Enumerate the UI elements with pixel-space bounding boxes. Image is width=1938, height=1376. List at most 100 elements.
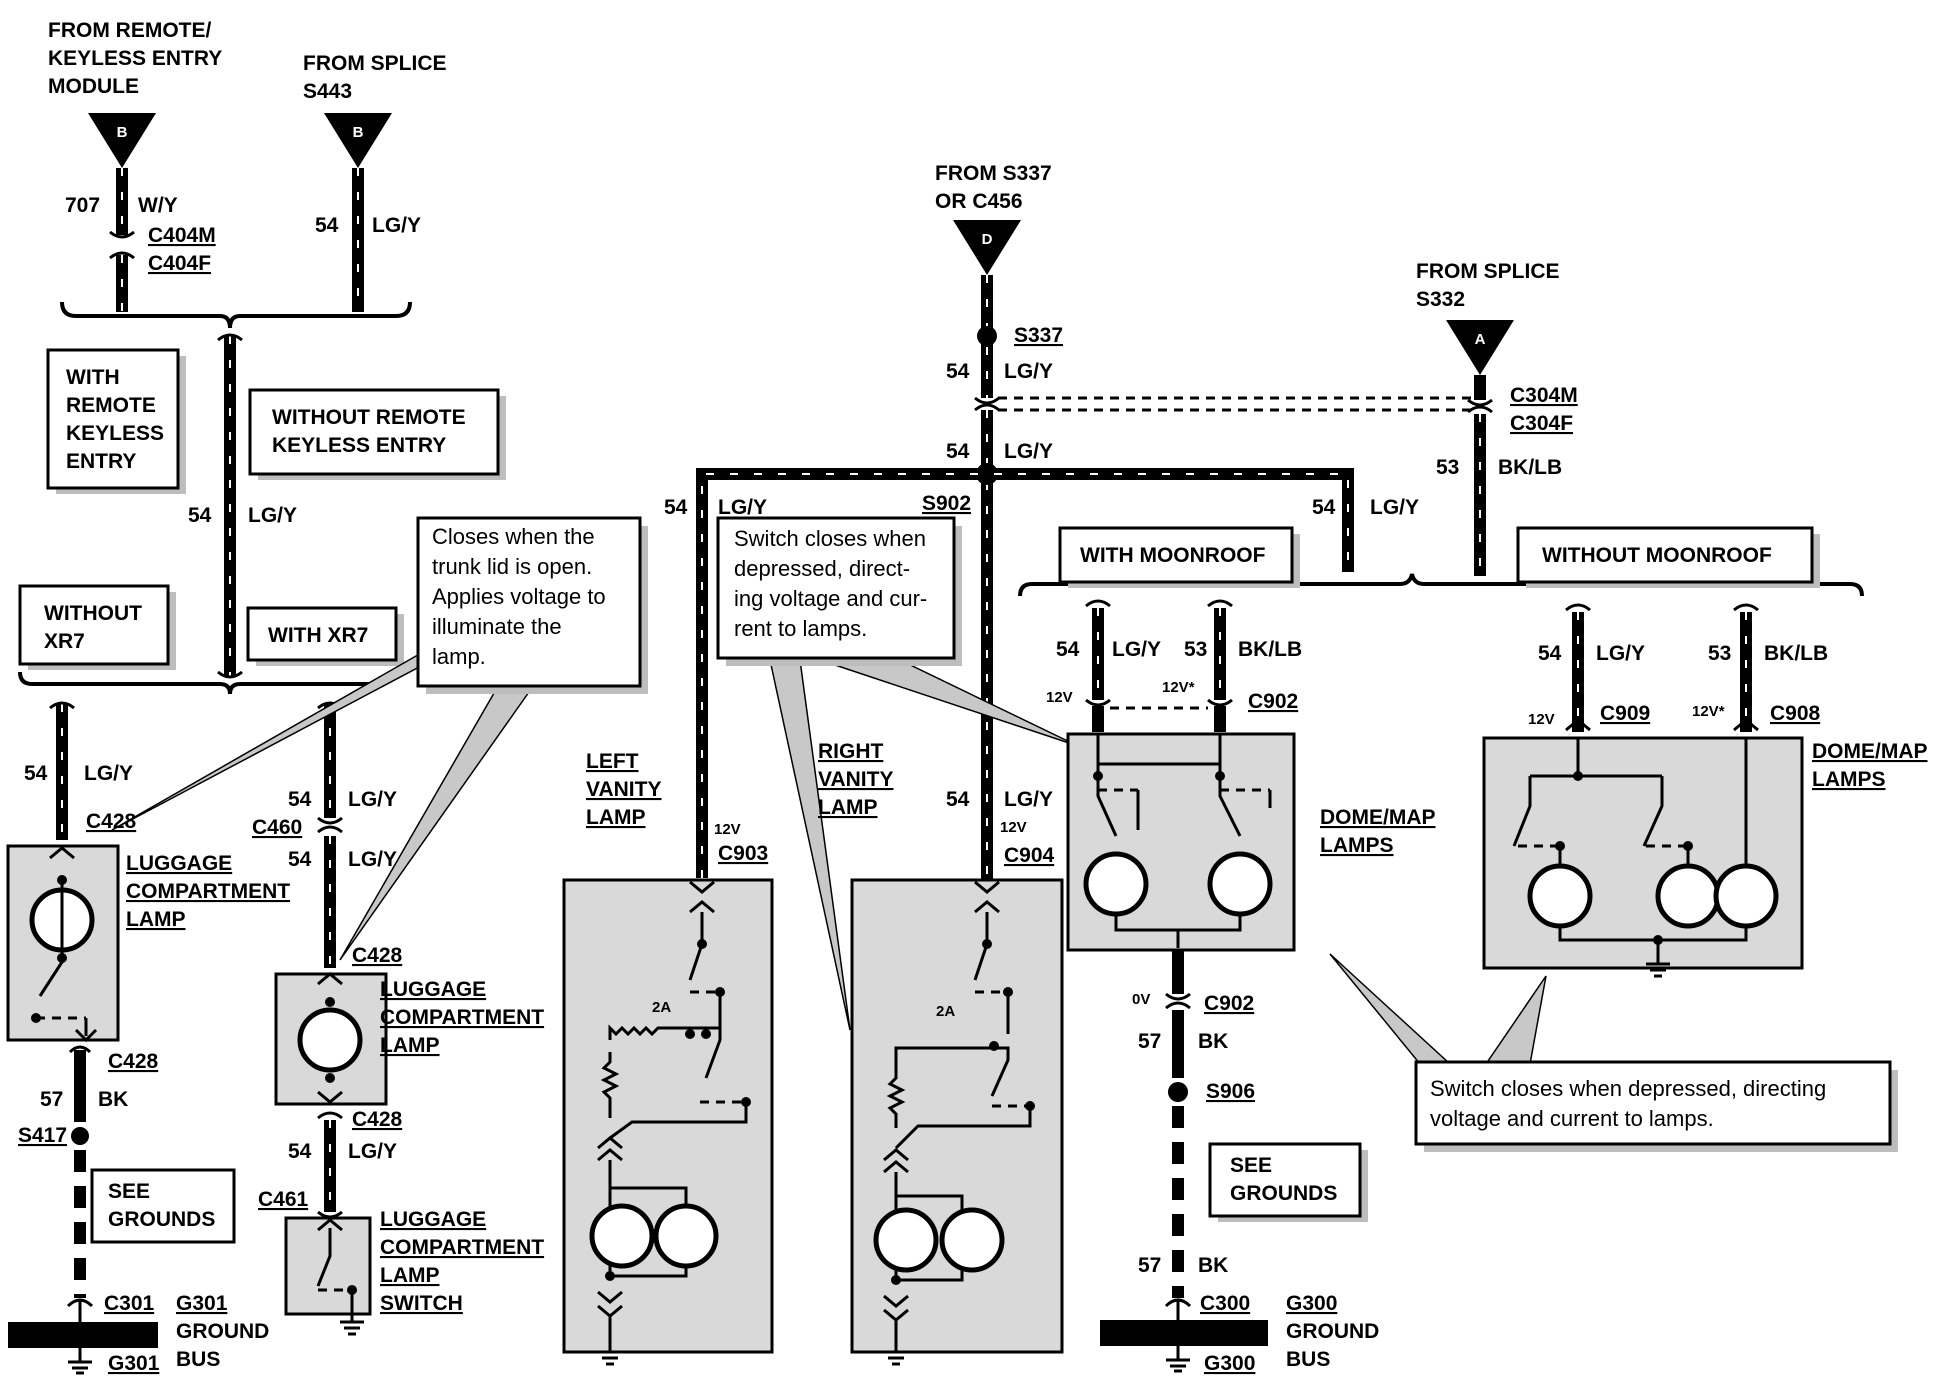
luggage-left-wire-number: 54 (24, 762, 48, 785)
xr7-wire-color-2: LG/Y (348, 848, 397, 871)
dome-nm-wire-54-number: 54 (1538, 642, 1562, 665)
ground-g301-top: G301 (176, 1292, 228, 1315)
connector-c460: C460 (252, 816, 302, 839)
svg-text:SEE: SEE (1230, 1154, 1272, 1177)
wire-53-bklb (1467, 375, 1493, 576)
xr7-wire-color-3: LG/Y (348, 1140, 397, 1163)
dome-wire-54-number: 54 (1056, 638, 1080, 661)
dome-lamps-moonroof (1066, 732, 1296, 952)
svg-text:LAMPS: LAMPS (1812, 768, 1886, 791)
svg-text:VANITY: VANITY (818, 768, 893, 791)
condition-with-remote: WITH REMOTE KEYLESS ENTRY (46, 348, 186, 494)
connector-c404m: C404M (148, 224, 216, 247)
dashed-link-c304 (998, 396, 1472, 412)
bklb-wire-number: 53 (1436, 456, 1459, 479)
svg-text:WITH MOONROOF: WITH MOONROOF (1080, 544, 1266, 567)
dome-nm-12v-star: 12V* (1692, 703, 1725, 720)
svg-text:LAMPS: LAMPS (1320, 834, 1394, 857)
connector-c428-xr7-bottom: C428 (352, 1108, 403, 1131)
svg-text:lamp.: lamp. (432, 644, 486, 669)
ground-bus-g301 (8, 1298, 158, 1375)
dome-wire-57-color: BK (1198, 1030, 1228, 1053)
connector-c301: C301 (104, 1292, 155, 1315)
splice-s417-label: S417 (18, 1124, 67, 1147)
wire-54-center-feed (974, 275, 1000, 880)
dome-nomoonroof-feeds (1565, 603, 1759, 732)
right-vanity-wire-color: LG/Y (1004, 788, 1053, 811)
connector-c428-xr7-top: C428 (352, 944, 403, 967)
source-s337-label-1: FROM S337 (935, 162, 1052, 185)
condition-without-moonroof: WITHOUT MOONROOF (1516, 526, 1820, 588)
ground-g300-ground: GROUND (1286, 1320, 1379, 1343)
source-s332-label-1: FROM SPLICE (1416, 260, 1560, 283)
svg-text:illuminate the: illuminate the (432, 614, 562, 639)
connector-c304m: C304M (1510, 384, 1578, 407)
splice-s337-label: S337 (1014, 324, 1063, 347)
svg-text:trunk lid is open.: trunk lid is open. (432, 554, 592, 579)
svg-text:LAMP: LAMP (586, 806, 646, 829)
connector-c304f: C304F (1510, 412, 1573, 435)
svg-text:COMPARTMENT: COMPARTMENT (380, 1236, 544, 1259)
svg-text:SEE: SEE (108, 1180, 150, 1203)
connector-c404f: C404F (148, 252, 211, 275)
moonroof-feed-color: LG/Y (1370, 496, 1419, 519)
dome-wire-53-number: 53 (1184, 638, 1207, 661)
svg-text:GROUNDS: GROUNDS (1230, 1182, 1337, 1205)
luggage-lamp-left-label: LUGGAGE COMPARTMENT LAMP (126, 852, 290, 931)
dome-12v: 12V (1046, 689, 1073, 706)
option-bus-moonroof (1018, 573, 1864, 597)
ground-g300-top: G300 (1286, 1292, 1337, 1315)
connector-c902-top: C902 (1248, 690, 1298, 713)
dome-12v-star: 12V* (1162, 679, 1195, 696)
svg-text:LUGGAGE: LUGGAGE (126, 852, 232, 875)
wire-57-left (68, 1045, 92, 1122)
svg-text:D: D (982, 231, 993, 248)
svg-text:Switch closes when: Switch closes when (734, 526, 926, 551)
wire-57-left-number: 57 (40, 1088, 63, 1111)
svg-text:LAMP: LAMP (380, 1264, 440, 1287)
svg-text:voltage and current to lamps.: voltage and current to lamps. (1430, 1106, 1714, 1131)
wire-54-down-xr7 (217, 333, 243, 679)
connector-c461: C461 (258, 1188, 309, 1211)
connector-c300: C300 (1200, 1292, 1250, 1315)
source-s443-arrow: B (324, 113, 392, 168)
luggage-switch-label: LUGGAGE COMPARTMENT LAMP SWITCH (380, 1208, 544, 1315)
connector-c428-left-top: C428 (86, 810, 137, 833)
svg-text:KEYLESS: KEYLESS (66, 422, 164, 445)
wire-57-dome (1165, 950, 1191, 1078)
svg-text:ing voltage and cur-: ing voltage and cur- (734, 586, 927, 611)
xr7-wire-number-1: 54 (288, 788, 312, 811)
svg-text:WITHOUT: WITHOUT (44, 602, 142, 625)
wire-707-number: 707 (65, 194, 100, 217)
svg-text:GROUNDS: GROUNDS (108, 1208, 215, 1231)
svg-text:LUGGAGE: LUGGAGE (380, 978, 486, 1001)
xr7-wire-color-1: LG/Y (348, 788, 397, 811)
connector-c909: C909 (1600, 702, 1650, 725)
wire-54-to-switch (317, 1111, 343, 1219)
dome-0v: 0V (1132, 991, 1150, 1008)
splice-s906-label: S906 (1206, 1080, 1255, 1103)
left-vanity-wire-color: LG/Y (718, 496, 767, 519)
svg-text:KEYLESS ENTRY: KEYLESS ENTRY (272, 434, 446, 457)
note-trunk: Closes when the trunk lid is open. Appli… (111, 516, 648, 961)
source-remote-label-3: MODULE (48, 75, 139, 98)
connector-c902-bottom: C902 (1204, 992, 1254, 1015)
wire-54-color: LG/Y (372, 214, 421, 237)
svg-text:rent to lamps.: rent to lamps. (734, 616, 867, 641)
splice-s902-label: S902 (922, 492, 971, 515)
svg-text:LAMP: LAMP (818, 796, 878, 819)
right-vanity-12v: 12V (1000, 819, 1027, 836)
left-vanity-12v: 12V (714, 821, 741, 838)
ground-g300-bus: BUS (1286, 1348, 1330, 1371)
connector-c903: C903 (718, 842, 768, 865)
note-vanity: Switch closes when depressed, direct- in… (716, 516, 1079, 1031)
wire-707-color: W/Y (138, 194, 178, 217)
luggage-lamp-left (6, 844, 120, 1043)
svg-text:DOME/MAP: DOME/MAP (1320, 806, 1436, 829)
svg-text:WITHOUT MOONROOF: WITHOUT MOONROOF (1542, 544, 1772, 567)
dome-nm-wire-53-number: 53 (1708, 642, 1731, 665)
ground-g301-ground: GROUND (176, 1320, 269, 1343)
dome-lamps-nomoonroof (1482, 736, 1804, 978)
luggage-left-wire-color: LG/Y (84, 762, 133, 785)
svg-text:LUGGAGE: LUGGAGE (380, 1208, 486, 1231)
